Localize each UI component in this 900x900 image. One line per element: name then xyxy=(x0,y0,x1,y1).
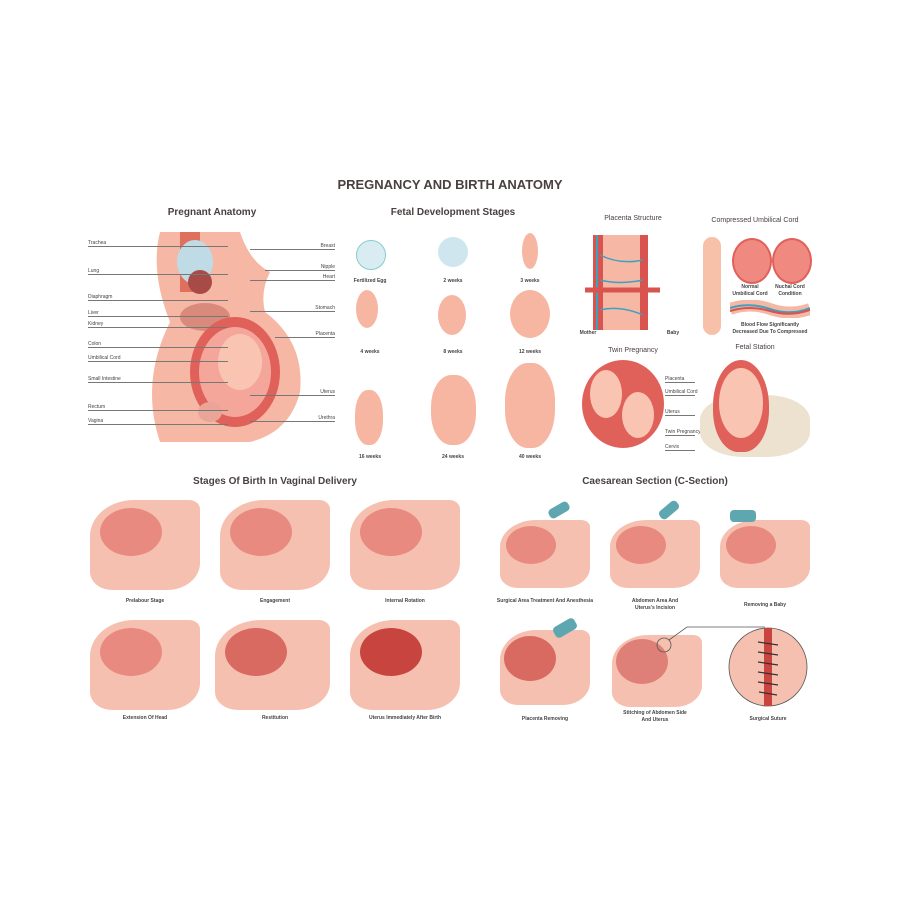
fetal-label: 4 weeks xyxy=(360,349,380,355)
label-heart: Heart xyxy=(250,274,335,281)
glove-icon xyxy=(657,499,681,521)
label-kidney: Kidney xyxy=(88,321,228,328)
birth-label: Internal Rotation xyxy=(385,598,425,604)
normal-cord-label: Normal Umbilical Cord xyxy=(732,284,768,297)
fetus-40-weeks-illustration xyxy=(505,363,555,448)
label-lung: Lung xyxy=(88,268,228,275)
birth-label: Extension Of Head xyxy=(122,715,168,721)
label-rectum: Rectum xyxy=(88,404,228,411)
fetal-label: 16 weeks xyxy=(359,454,381,460)
fetus-3-weeks-illustration xyxy=(522,233,538,269)
normal-cord-illustration xyxy=(732,238,772,284)
label-colon: Colon xyxy=(88,341,228,348)
twin-label-cervix: Cervix xyxy=(665,444,695,451)
label-urethra: Urethra xyxy=(250,415,335,422)
label-placenta: Placenta xyxy=(275,331,335,338)
station-uterus-illustration xyxy=(713,360,769,452)
placenta-mother-label: Mother xyxy=(579,330,597,336)
birth-illustration-internal-rotation xyxy=(350,500,460,590)
csection-label: Placenta Removing xyxy=(521,716,569,722)
fetus-24-weeks-illustration xyxy=(431,375,476,445)
label-liver: Liver xyxy=(88,310,228,317)
csection-label: Surgical Area Treatment And Anesthesia xyxy=(496,598,594,604)
zoom-callout-line xyxy=(656,626,765,653)
nuchal-cord-illustration xyxy=(772,238,812,284)
birth-label: Uterus Immediately After Birth xyxy=(368,715,442,721)
csection-illustration-placenta xyxy=(500,630,590,705)
birth-illustration-restitution xyxy=(215,620,330,710)
csection-label: Removing a Baby xyxy=(744,602,786,608)
birth-illustration-after-birth xyxy=(350,620,460,710)
fetus-4-weeks-illustration xyxy=(356,290,378,328)
pregnant-anatomy-illustration xyxy=(152,232,301,442)
fetal-label: Fertilized Egg xyxy=(353,278,387,284)
glove-icon xyxy=(546,500,572,520)
compressed-cord-illustration xyxy=(730,300,810,318)
cord-note: Blood Flow Significantly Decreased Due T… xyxy=(732,322,808,335)
nuchal-cord-label: Nuchal Cord Condition xyxy=(775,284,805,297)
csection-illustration-anesthesia xyxy=(500,520,590,588)
twin-label-twin: Twin Pregnancy xyxy=(665,429,701,436)
label-diaphragm: Diaphragm xyxy=(88,294,228,301)
placenta-heading: Placenta Structure xyxy=(604,215,662,222)
csection-label: Stitching of Abdomen Side And Uterus xyxy=(623,710,687,723)
station-fetus xyxy=(719,368,763,438)
anatomy-heading: Pregnant Anatomy xyxy=(167,207,257,218)
twin-fetus-1 xyxy=(590,370,622,418)
twin-label-cord: Umbilical Cord xyxy=(665,389,698,396)
label-uterus: Uterus xyxy=(250,389,335,396)
label-breast: Breast xyxy=(250,243,335,250)
csection-illustration-removing-baby xyxy=(720,520,810,588)
csection-label: Abdomen Area And Uterus's Incision xyxy=(631,598,679,611)
twin-label-placenta: Placenta xyxy=(665,376,695,383)
surgical-suture-illustration xyxy=(728,627,808,707)
fetal-label: 40 weeks xyxy=(519,454,541,460)
pregnant-woman-silhouette xyxy=(703,237,721,335)
fetus-8-weeks-illustration xyxy=(438,295,466,335)
birth-illustration-extension xyxy=(90,620,200,710)
fetal-label: 2 weeks xyxy=(443,278,463,284)
fetal-label: 12 weeks xyxy=(519,349,541,355)
label-trachea: Trachea xyxy=(88,240,228,247)
station-heading: Fetal Station xyxy=(735,344,775,351)
label-small-intestine: Small Intestine xyxy=(88,376,228,383)
fetus-16-weeks-illustration xyxy=(355,390,383,445)
fetal-label: 24 weeks xyxy=(442,454,464,460)
label-stomach: Stomach xyxy=(250,305,335,312)
cord-heading: Compressed Umbilical Cord xyxy=(711,217,799,224)
fertilized-egg-illustration xyxy=(356,240,386,270)
label-umbilical-cord: Umbilical Cord xyxy=(88,355,228,362)
main-title: PREGNANCY AND BIRTH ANATOMY xyxy=(337,177,563,192)
birth-illustration-prelabour xyxy=(90,500,200,590)
placenta-baby-label: Baby xyxy=(666,330,680,336)
twin-label-uterus: Uterus xyxy=(665,409,695,416)
glove-icon xyxy=(730,510,756,522)
birth-label: Engagement xyxy=(259,598,291,604)
twin-fetus-2 xyxy=(622,392,654,438)
fetus-2-weeks-illustration xyxy=(438,237,468,267)
fetal-heading: Fetal Development Stages xyxy=(390,207,516,218)
twin-uterus-illustration xyxy=(582,360,664,448)
twin-heading: Twin Pregnancy xyxy=(608,347,658,354)
birth-illustration-engagement xyxy=(220,500,330,590)
csection-label: Surgical Suture xyxy=(749,716,787,722)
birth-label: Prelabour Stage xyxy=(125,598,165,604)
placenta-illustration xyxy=(585,235,660,330)
csection-illustration-incision xyxy=(610,520,700,588)
label-nipple: Nipple xyxy=(265,264,335,271)
birth-label: Restitution xyxy=(261,715,289,721)
fetal-label: 8 weeks xyxy=(443,349,463,355)
csection-heading: Caesarean Section (C-Section) xyxy=(582,476,728,487)
birth-heading: Stages Of Birth In Vaginal Delivery xyxy=(193,476,357,487)
label-vagina: Vagina xyxy=(88,418,228,425)
fetus-12-weeks-illustration xyxy=(510,290,550,338)
fetal-label: 3 weeks xyxy=(520,278,540,284)
